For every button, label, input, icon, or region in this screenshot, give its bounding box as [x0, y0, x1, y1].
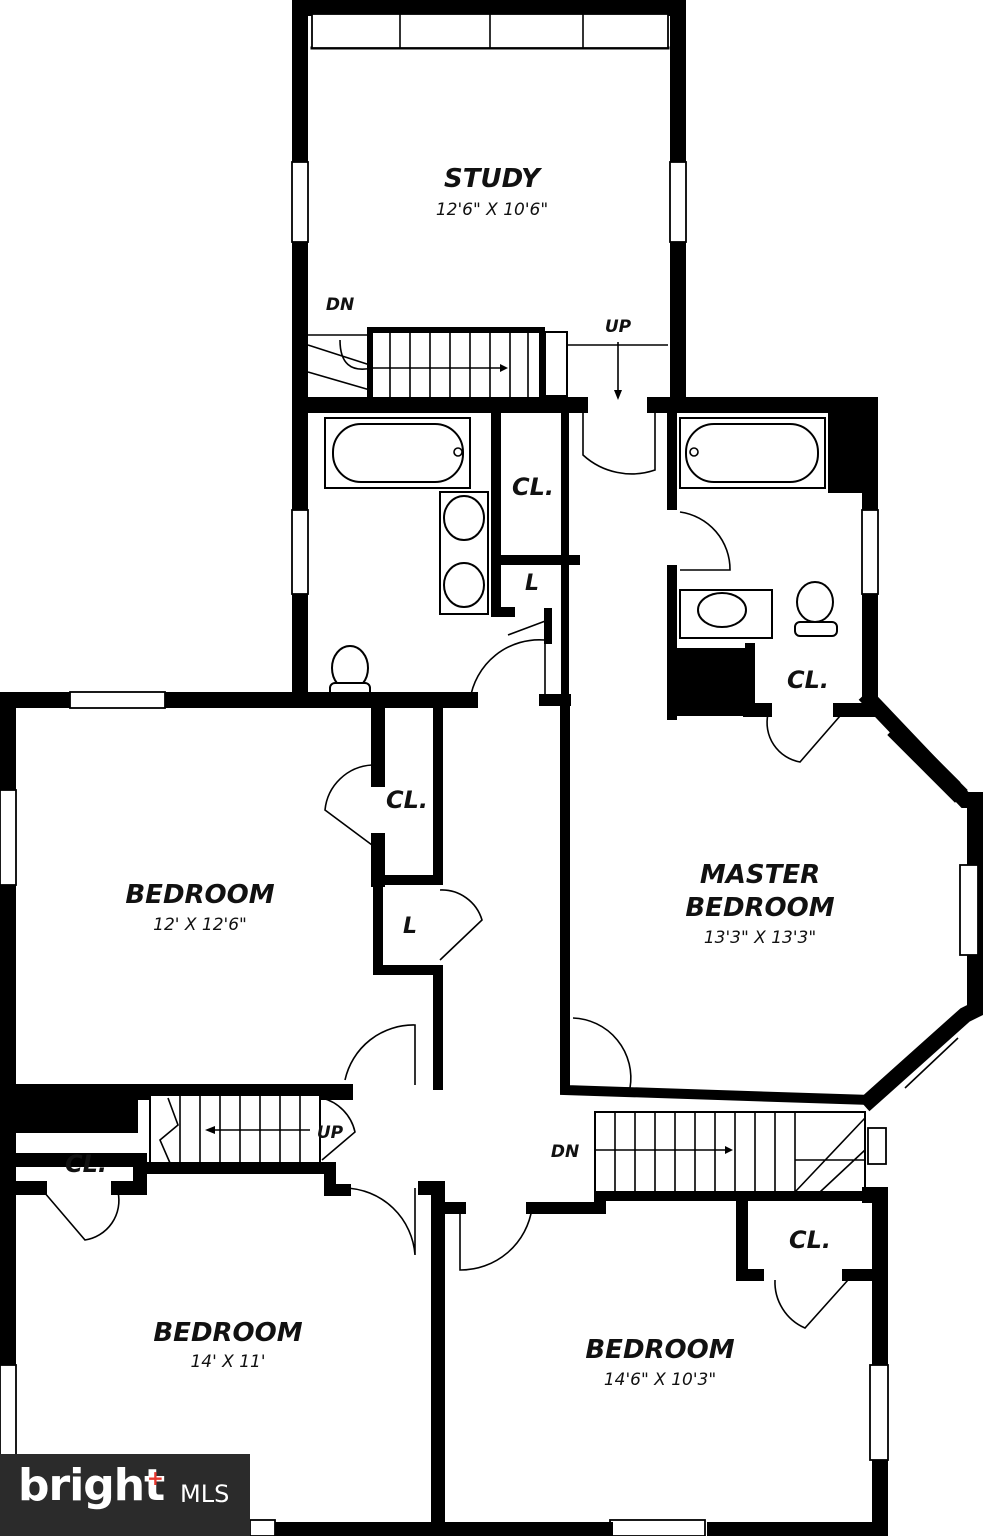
stairs-down-label-east: DN: [551, 1142, 579, 1162]
study-stairs: [307, 327, 668, 403]
west-stairs: [9, 1094, 356, 1241]
mid-walls: [291, 397, 879, 720]
bedroom-se-dims: 14'6" X 10'3": [604, 1370, 716, 1390]
watermark-plus-icon: +: [147, 1466, 164, 1490]
study-dims: 12'6" X 10'6": [436, 200, 548, 220]
master-bay: [743, 643, 983, 1112]
closet-label-hall: CL.: [512, 473, 554, 501]
study-window-east: [669, 161, 687, 243]
study-walls: [291, 0, 687, 408]
watermark-mls: MLS: [180, 1480, 230, 1508]
closet-label-master: CL.: [787, 666, 829, 694]
stairs-down-label-study: DN: [326, 295, 354, 315]
lower-walls: [314, 1162, 876, 1536]
bedroom-nw-name: BEDROOM: [125, 880, 274, 910]
stairs-up-label-west: UP: [317, 1123, 344, 1143]
linen-label-lower: L: [403, 914, 417, 939]
bedroom-se-name: BEDROOM: [585, 1335, 734, 1365]
master-dims: 13'3" X 13'3": [704, 928, 816, 948]
study-name: STUDY: [444, 164, 543, 194]
east-stairs: [594, 1111, 887, 1193]
stairs-up-label-study: UP: [605, 317, 632, 337]
master-name-line2: BEDROOM: [685, 893, 834, 923]
bedroom-sw-dims: 14' X 11': [190, 1352, 265, 1372]
bedroom-sw-name: BEDROOM: [153, 1318, 302, 1348]
master-name-line1: MASTER: [700, 860, 820, 890]
west-bath-fixtures: [324, 417, 489, 698]
hall-walls: [8, 695, 876, 1133]
closet-label-nw: CL.: [386, 786, 428, 814]
se-bedroom-walls: [242, 1187, 889, 1536]
east-bath-fixtures: [679, 417, 838, 639]
closet-label-se: CL.: [789, 1226, 831, 1254]
study-window-west: [291, 161, 309, 243]
linen-label-upper: L: [525, 571, 539, 596]
watermark-background: [0, 1454, 250, 1536]
watermark-brand: bright: [18, 1460, 165, 1511]
closet-label-sw: CL.: [65, 1150, 107, 1178]
bedroom-nw-dims: 12' X 12'6": [153, 915, 247, 935]
nw-bedroom-walls: [0, 619, 571, 1536]
